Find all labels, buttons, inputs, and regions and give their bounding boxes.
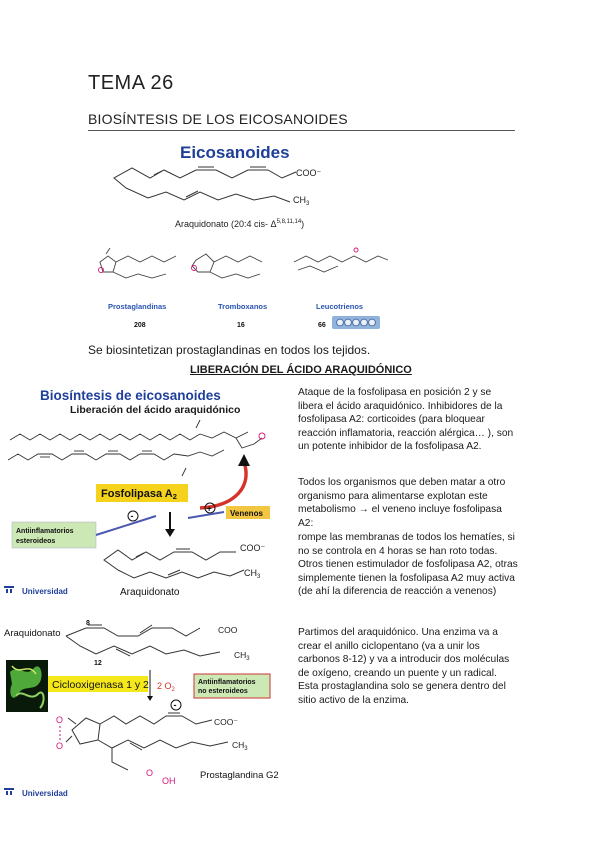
cyclooxygenase-figure: Araquidonato 8 12 COO CH3 Ciclooxigenasa… [4, 620, 279, 798]
coo-label: COO⁻ [240, 543, 266, 553]
thromboxane-structure [191, 253, 263, 279]
class-name-prostaglandins: Prostaglandinas [108, 302, 166, 311]
phospholipid-structure [7, 419, 266, 477]
prostaglandin-g2-label: Prostaglandina G2 [200, 770, 279, 781]
arachidonate-caption: Araquidonato (20:4 cis- Δ5,8,11,14) [175, 219, 304, 229]
arachidonic-release-figure: Biosíntesis de eicosanoides Liberación d… [4, 388, 270, 598]
page-subtitle: BIOSÍNTESIS DE LOS EICOSANOIDES [88, 111, 348, 127]
class-count-prostaglandins: 208 [134, 322, 146, 329]
leukocyte-cells-image [332, 316, 380, 329]
nsaid-box [193, 673, 271, 699]
cyclooxygenase-protein-image [6, 660, 48, 712]
university-logo [4, 586, 14, 593]
coo-label-product: COO⁻ [214, 717, 238, 727]
paragraph-hemolysis: rompe las membranas de todos los hematíe… [298, 532, 518, 598]
nsaid-label-2: no esteroideos [198, 688, 248, 695]
leukotriene-structure [293, 247, 389, 273]
figure2-title: Biosíntesis de eicosanoides [40, 388, 221, 403]
cleavage-arrow [199, 461, 248, 510]
cleavage-arrowhead [238, 454, 250, 466]
prostaglandin-structure [98, 247, 177, 279]
venenos-label: Venenos [230, 509, 263, 518]
cyclooxygenase-label: Ciclooxigenasa 1 y 2 [52, 679, 149, 691]
figure2-subtitle: Liberación del ácido araquidónico [70, 404, 240, 416]
arachidonate-product-structure [103, 548, 245, 579]
cyclooxygenase-box [48, 676, 148, 692]
arachidonate-structure [113, 166, 297, 203]
reaction-arrowhead [147, 696, 153, 701]
plus-symbol: + [207, 504, 212, 514]
activation-sign [204, 502, 216, 514]
antiinflammatory-label-1: Antiinflamatorios [16, 528, 74, 535]
university-logo [4, 788, 14, 795]
arachidonate-label: Araquidonato [120, 587, 180, 598]
coo-label: COO⁻ [296, 168, 322, 178]
university-footer: Universidad [22, 789, 68, 798]
arachidonate-structure [65, 624, 221, 657]
carbon-8-label: 8 [86, 620, 90, 627]
ch3-label: CH3 [293, 195, 310, 207]
antiinflammatory-box [11, 521, 97, 549]
coo-label: COO [218, 625, 238, 635]
paragraph-cyclooxygenase: Partimos del araquidónico. Una enzima va… [298, 627, 510, 706]
prostaglandin-g2-structure [65, 712, 229, 771]
arachidonate-label: Araquidonato [4, 628, 61, 639]
paragraph-phospholipase: Ataque de la fosfolipasa en posición 2 y… [298, 387, 514, 453]
nsaid-label-1: Antiinflamatorios [198, 679, 256, 686]
oxygen-atom-bottom: O [56, 741, 63, 751]
antiinflammatory-label-2: esteroideos [16, 538, 55, 545]
eicosanoids-figure: Eicosanoides COO⁻ CH3 Araquidonato (20:4… [98, 143, 389, 329]
venenos-box [226, 506, 270, 519]
minus-symbol: - [174, 700, 177, 710]
class-count-thromboxanes: 16 [237, 322, 245, 329]
oxygen-atom-top: O [56, 715, 63, 725]
inhibition-sign [127, 510, 139, 522]
intro-paragraph: Se biosintetizan prostaglandinas en todo… [88, 343, 371, 357]
page-title: TEMA 26 [88, 72, 174, 94]
class-name-thromboxanes: Tromboxanos [218, 302, 267, 311]
phospholipase-label: Fosfolipasa A2 [101, 488, 177, 501]
phospholipase-box [96, 484, 188, 502]
inhibition-sign [170, 699, 182, 711]
class-count-leukotrienes: 66 [318, 322, 326, 329]
ch3-label: CH3 [244, 568, 261, 580]
oxygen-label: 2 O2 [157, 681, 176, 693]
paragraph-venom: Todos los organismos que deben matar a o… [298, 477, 506, 529]
hydroperoxide-o: O [146, 768, 153, 778]
hydroperoxide-oh: OH [162, 776, 176, 786]
ch3-label: CH3 [234, 650, 250, 662]
title-divider [88, 130, 515, 131]
class-name-leukotrienes: Leucotrienos [316, 302, 363, 311]
section-heading: LIBERACIÓN DEL ÁCIDO ARAQUIDÓNICO [190, 364, 412, 376]
venenos-arrow [187, 511, 225, 519]
eicosanoids-heading: Eicosanoides [180, 143, 290, 162]
ch3-label-product: CH3 [232, 740, 248, 752]
university-footer: Universidad [22, 587, 68, 596]
carbon-12-label: 12 [94, 660, 102, 667]
minus-symbol: - [131, 511, 134, 521]
inhibitor-arrow [95, 515, 157, 536]
reaction-arrowhead [165, 529, 175, 537]
